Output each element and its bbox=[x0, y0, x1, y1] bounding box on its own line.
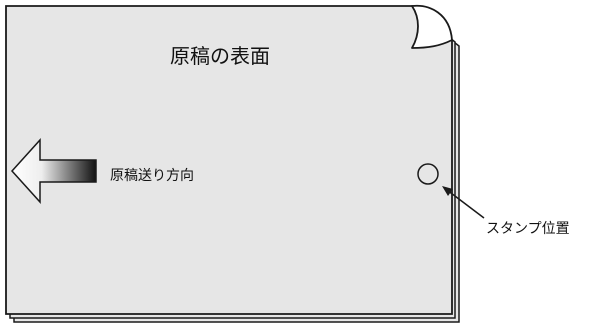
stamp-position-label: スタンプ位置 bbox=[486, 221, 570, 237]
curled-corner-icon bbox=[411, 4, 453, 49]
arrow-left-icon bbox=[10, 138, 97, 204]
circle-icon bbox=[417, 163, 439, 185]
feed-direction-label: 原稿送り方向 bbox=[110, 168, 194, 184]
page-title: 原稿の表面 bbox=[170, 44, 270, 68]
pointer-arrowhead bbox=[442, 186, 453, 196]
pointer-arrow-icon bbox=[446, 189, 485, 219]
